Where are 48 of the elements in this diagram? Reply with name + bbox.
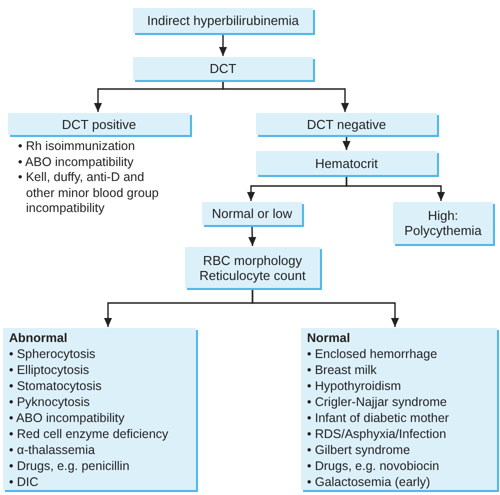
list-item: • Enclosed hemorrhage <box>307 346 438 362</box>
list-item: • Gilbert syndrome <box>307 442 412 458</box>
process-box <box>393 202 493 244</box>
process-box <box>133 57 313 80</box>
process-box <box>301 328 497 490</box>
box-label: DCT positive <box>62 116 136 132</box>
list-item: • Elliptocytosis <box>9 362 90 378</box>
list-item: • DIC <box>9 474 40 490</box>
list-item: • Breast milk <box>307 362 378 378</box>
list-item: • Pyknocytosis <box>9 394 91 410</box>
list-item: • α-thalassemia <box>9 442 96 458</box>
process-box <box>133 8 313 33</box>
box-label: Reticulocyte count <box>199 268 306 282</box>
box-label: Indirect hyperbilirubinemia <box>147 13 299 28</box>
process-box <box>202 202 302 225</box>
list-item: • Stomatocytosis <box>9 378 103 394</box>
list-item: • RDS/Asphyxia/Infection <box>307 426 448 442</box>
process-box <box>8 113 190 135</box>
process-box <box>256 151 437 175</box>
list-item: • Crigler-Najjar syndrome <box>307 394 448 410</box>
arrow <box>219 34 227 56</box>
box-label: High: Polycythemia <box>403 208 483 238</box>
list-item: • Galactosemia (early) <box>307 474 432 490</box>
arrow <box>342 136 350 150</box>
process-box <box>185 247 320 288</box>
box-label: RBC morphology <box>203 252 302 268</box>
list-item: • Kell, duffy, anti-D and other minor blood group incompatibility <box>18 170 160 216</box>
arrow <box>222 81 349 112</box>
box-label: Hematocrit <box>315 156 378 170</box>
arrow <box>346 176 445 201</box>
list-item: • Drugs, e.g. novobiocin <box>307 458 440 474</box>
arrow <box>252 289 399 327</box>
list-item: • Spherocytosis <box>9 346 96 362</box>
box-label: DCT <box>210 61 236 76</box>
box-label: Normal or low <box>212 206 292 221</box>
box-label: DCT negative <box>306 116 386 132</box>
list-heading: Normal <box>307 330 352 346</box>
process-box <box>3 328 196 490</box>
list-item: • Infant of diabetic mother <box>307 410 450 426</box>
list-heading: Abnormal <box>9 330 68 346</box>
arrow <box>248 226 256 246</box>
list-item: • Drugs, e.g. penicillin <box>9 458 130 474</box>
list-item: • ABO incompatibility <box>18 154 135 170</box>
list-item: • Red cell enzyme deficiency <box>9 426 170 442</box>
process-box <box>256 113 437 135</box>
list-item: • Rh isoimmunization <box>18 139 136 154</box>
list-item: • ABO incompatibility <box>9 410 126 426</box>
list-item: • Hypothyroidism <box>307 378 402 394</box>
